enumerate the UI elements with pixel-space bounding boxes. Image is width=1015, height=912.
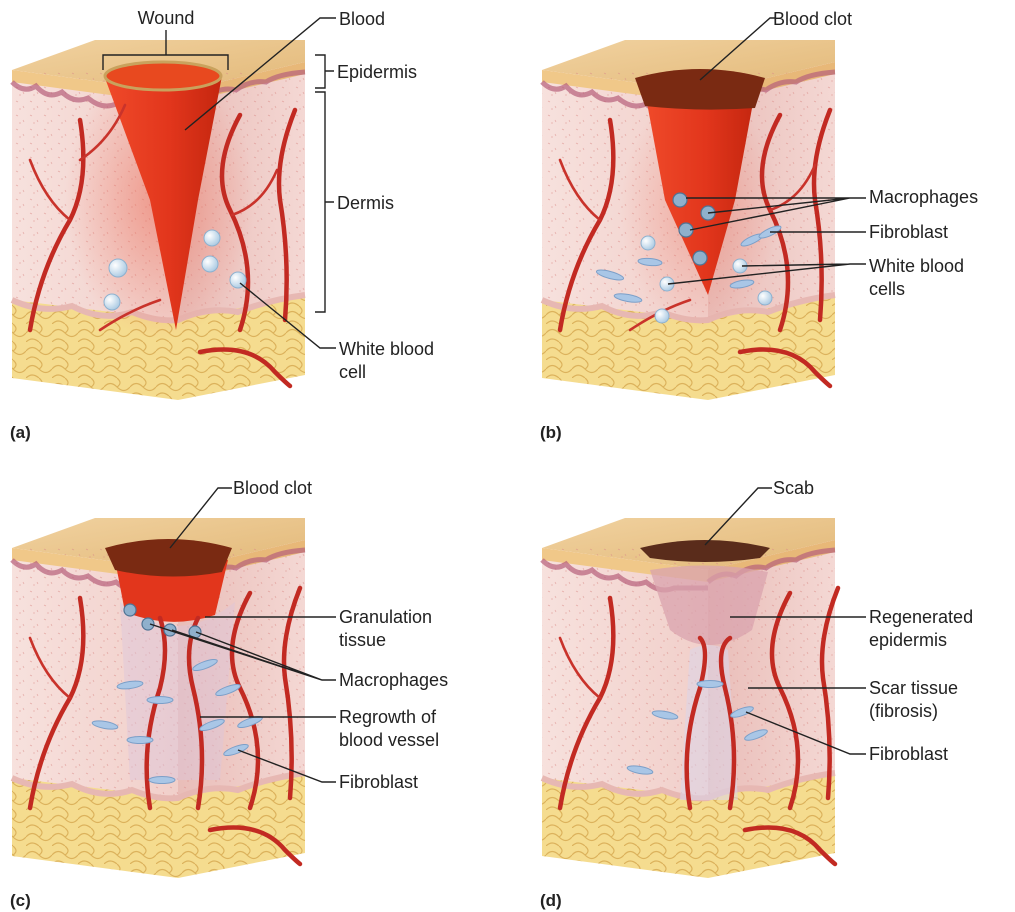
- white-blood-cell: [204, 230, 220, 246]
- fibroblast: [147, 697, 173, 704]
- macrophage: [693, 251, 707, 265]
- white-blood-cell: [109, 259, 127, 277]
- label-blood-clot: Blood clot: [233, 478, 312, 498]
- blood-clot: [105, 539, 232, 577]
- fibroblast: [697, 681, 723, 688]
- label-regenerated-1: Regenerated: [869, 607, 973, 627]
- label-dermis: Dermis: [337, 193, 394, 213]
- blood-clot: [635, 69, 765, 110]
- white-blood-cell: [641, 236, 655, 250]
- macrophage: [124, 604, 136, 616]
- label-granulation-1: Granulation: [339, 607, 432, 627]
- label-scar-1: Scar tissue: [869, 678, 958, 698]
- label-regrowth-1: Regrowth of: [339, 707, 437, 727]
- label-blood-clot: Blood clot: [773, 9, 852, 29]
- panel-d: Scab Regenerated epidermis Scar tissue (…: [540, 478, 973, 910]
- wound-opening: [105, 62, 221, 90]
- label-white-blood-cell-2: cell: [339, 362, 366, 382]
- label-scar-2: (fibrosis): [869, 701, 938, 721]
- label-epidermis: Epidermis: [337, 62, 417, 82]
- panel-a: Wound Blood Epidermis Dermis White blood…: [10, 8, 434, 442]
- macrophage: [673, 193, 687, 207]
- label-fibroblast: Fibroblast: [869, 744, 948, 764]
- label-white-blood-cells-2: cells: [869, 279, 905, 299]
- panel-label-c: (c): [10, 891, 31, 910]
- label-white-blood-cells-1: White blood: [869, 256, 964, 276]
- label-wound: Wound: [138, 8, 195, 28]
- label-white-blood-cell-1: White blood: [339, 339, 434, 359]
- label-scab: Scab: [773, 478, 814, 498]
- panel-label-a: (a): [10, 423, 31, 442]
- label-blood: Blood: [339, 9, 385, 29]
- panel-c: Blood clot Granulation tissue Macrophage…: [10, 478, 448, 910]
- label-macrophages: Macrophages: [339, 670, 448, 690]
- panel-label-b: (b): [540, 423, 562, 442]
- label-regrowth-2: blood vessel: [339, 730, 439, 750]
- label-fibroblast: Fibroblast: [869, 222, 948, 242]
- label-regenerated-2: epidermis: [869, 630, 947, 650]
- label-fibroblast: Fibroblast: [339, 772, 418, 792]
- panel-b: Blood clot Macrophages Fibroblast White …: [540, 9, 978, 442]
- fibroblast: [149, 777, 175, 784]
- white-blood-cell: [202, 256, 218, 272]
- white-blood-cell: [758, 291, 772, 305]
- fibroblast: [127, 737, 153, 744]
- label-macrophages: Macrophages: [869, 187, 978, 207]
- panel-label-d: (d): [540, 891, 562, 910]
- white-blood-cell: [655, 309, 669, 323]
- label-granulation-2: tissue: [339, 630, 386, 650]
- white-blood-cell: [104, 294, 120, 310]
